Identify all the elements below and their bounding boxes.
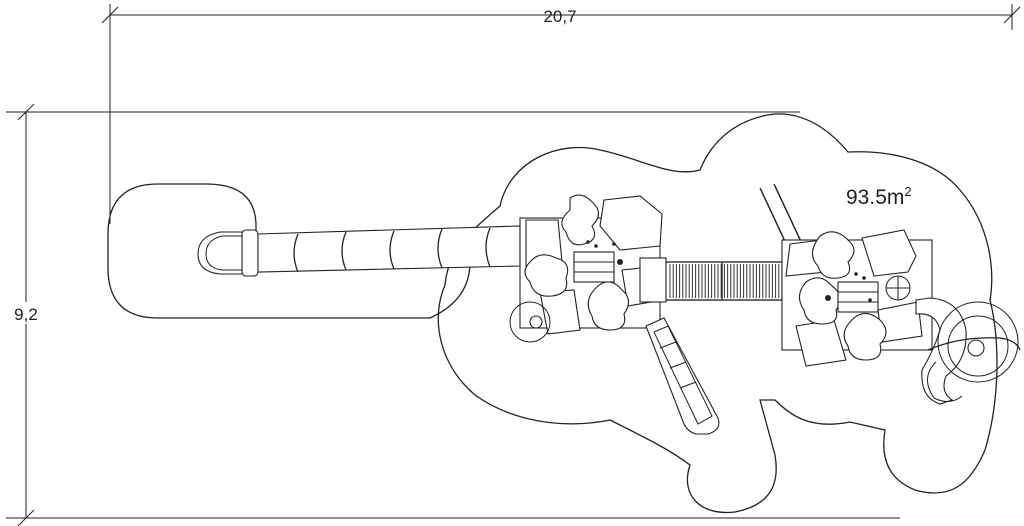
width-dimension-label: 20,7 (543, 7, 576, 26)
spiral-slide-pole (967, 339, 985, 357)
leaf-panel (798, 277, 841, 325)
left-tower (519, 194, 667, 335)
leaf-panel (811, 231, 855, 279)
main-safety-zone (437, 113, 998, 514)
tube-entry-hood (197, 231, 249, 275)
crawl-tube-body (257, 225, 521, 273)
connecting-bridge (665, 261, 783, 301)
width-tick-left (101, 6, 119, 24)
leaf-panel (587, 281, 630, 331)
area-annotation: 93.5m2 (846, 184, 912, 209)
tower-deck (837, 281, 879, 313)
height-dimension-label: 9,2 (14, 305, 38, 324)
leaf-panel (843, 312, 887, 361)
straight-slide (645, 317, 720, 435)
spinner-left (509, 301, 551, 343)
spiral-slide-outer (937, 301, 1019, 383)
spiral-slide-chute (915, 297, 967, 405)
leaf-panel (561, 194, 600, 246)
bridge-slats (669, 264, 780, 298)
slide-bed (645, 317, 720, 435)
roof-panel (599, 195, 663, 251)
right-tower (781, 229, 933, 367)
crawl-tube (197, 225, 521, 277)
roof-panel (861, 229, 917, 277)
leaf-panel (524, 254, 569, 297)
height-label-mask (8, 302, 40, 324)
width-tick-right (1003, 6, 1021, 24)
height-tick-bottom (17, 509, 35, 526)
tube-rings (293, 227, 491, 273)
height-dimension: 9,2 (6, 103, 900, 526)
tower-connector (639, 257, 667, 303)
width-dimension: 20,7 (101, 4, 1021, 224)
area-value: 93.5m (846, 186, 904, 209)
tunnel-safety-zone (107, 183, 471, 319)
height-tick-top (17, 103, 35, 121)
area-superscript: 2 (904, 184, 911, 199)
spiral-slide (915, 297, 1021, 405)
tube-entry-ring (241, 229, 259, 277)
tower-deck (573, 251, 615, 283)
area-label: 93.5m2 (846, 184, 912, 209)
